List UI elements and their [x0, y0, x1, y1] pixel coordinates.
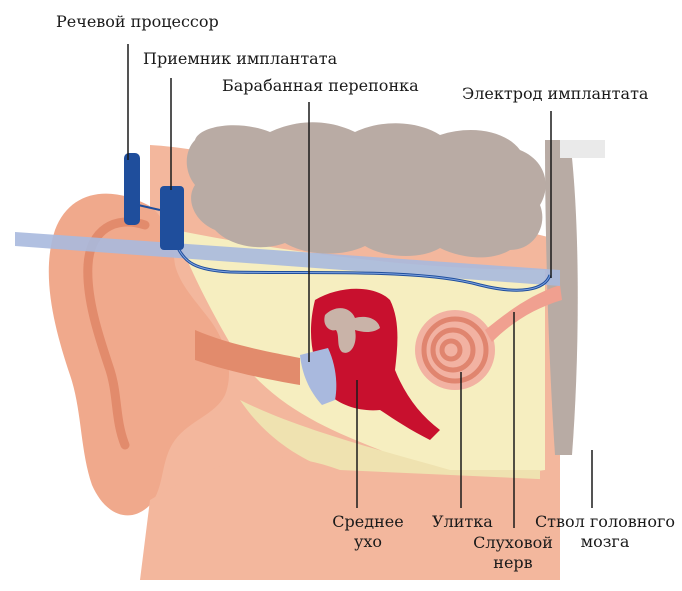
label-implant-electrode: Электрод имплантата [462, 84, 648, 104]
label-brainstem: Ствол головного мозга [530, 512, 680, 552]
label-middle-ear-line2: ухо [330, 532, 406, 552]
label-auditory-nerve-line2: нерв [470, 553, 556, 573]
label-brainstem-line1: Ствол головного [530, 512, 680, 532]
label-speech-processor: Речевой процессор [56, 12, 219, 32]
label-eardrum: Барабанная перепонка [222, 76, 419, 96]
cochlea-outer [415, 310, 495, 390]
implant-receiver-device [160, 186, 184, 250]
label-implant-receiver: Приемник имплантата [143, 49, 337, 69]
speech-processor-device [124, 153, 140, 225]
label-brainstem-line2: мозга [530, 532, 680, 552]
label-middle-ear: Среднее ухо [330, 512, 406, 552]
label-middle-ear-line1: Среднее [330, 512, 406, 532]
label-cochlea: Улитка [432, 512, 493, 532]
brain-tissue [187, 122, 546, 257]
brainstem-top [560, 140, 605, 158]
